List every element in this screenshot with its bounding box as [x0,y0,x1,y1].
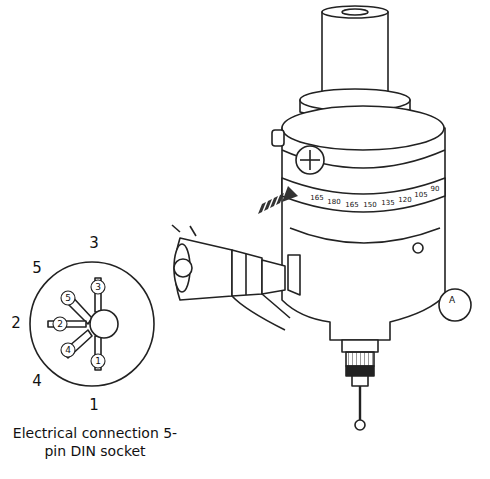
pin-number: 3 [95,283,101,292]
scale-mark: 165 [345,202,358,209]
pin-number: 4 [32,374,42,389]
pin-number: 1 [89,398,99,413]
pin-number: 2 [11,316,21,331]
insert-arrow [258,186,298,214]
plug [172,225,290,330]
scale-band [282,178,445,212]
scale-mark: 135 [381,200,394,207]
dial-letter: A [449,296,455,305]
pin-circles [53,280,105,368]
scale-mark: 165 [310,195,323,202]
socket-pins [48,278,118,370]
scale-mark: 90 [431,186,440,193]
pin-number: 4 [65,346,71,355]
din-socket [30,262,154,386]
scale-mark: 105 [414,192,427,199]
shank [322,12,388,100]
pin-number: 2 [57,320,63,329]
scale-mark: 120 [398,197,411,204]
pin-number: 5 [32,261,42,276]
probe-body [282,128,445,340]
pin-number: 1 [95,357,101,366]
pin-number: 5 [65,294,71,303]
scale-mark: 150 [363,202,376,209]
scale-mark: 180 [327,199,340,206]
pin-number: 3 [89,236,99,251]
stylus-ball [355,420,365,430]
angle-dial [439,289,471,321]
figure-caption: Electrical connection 5-pin DIN socket [10,424,180,460]
